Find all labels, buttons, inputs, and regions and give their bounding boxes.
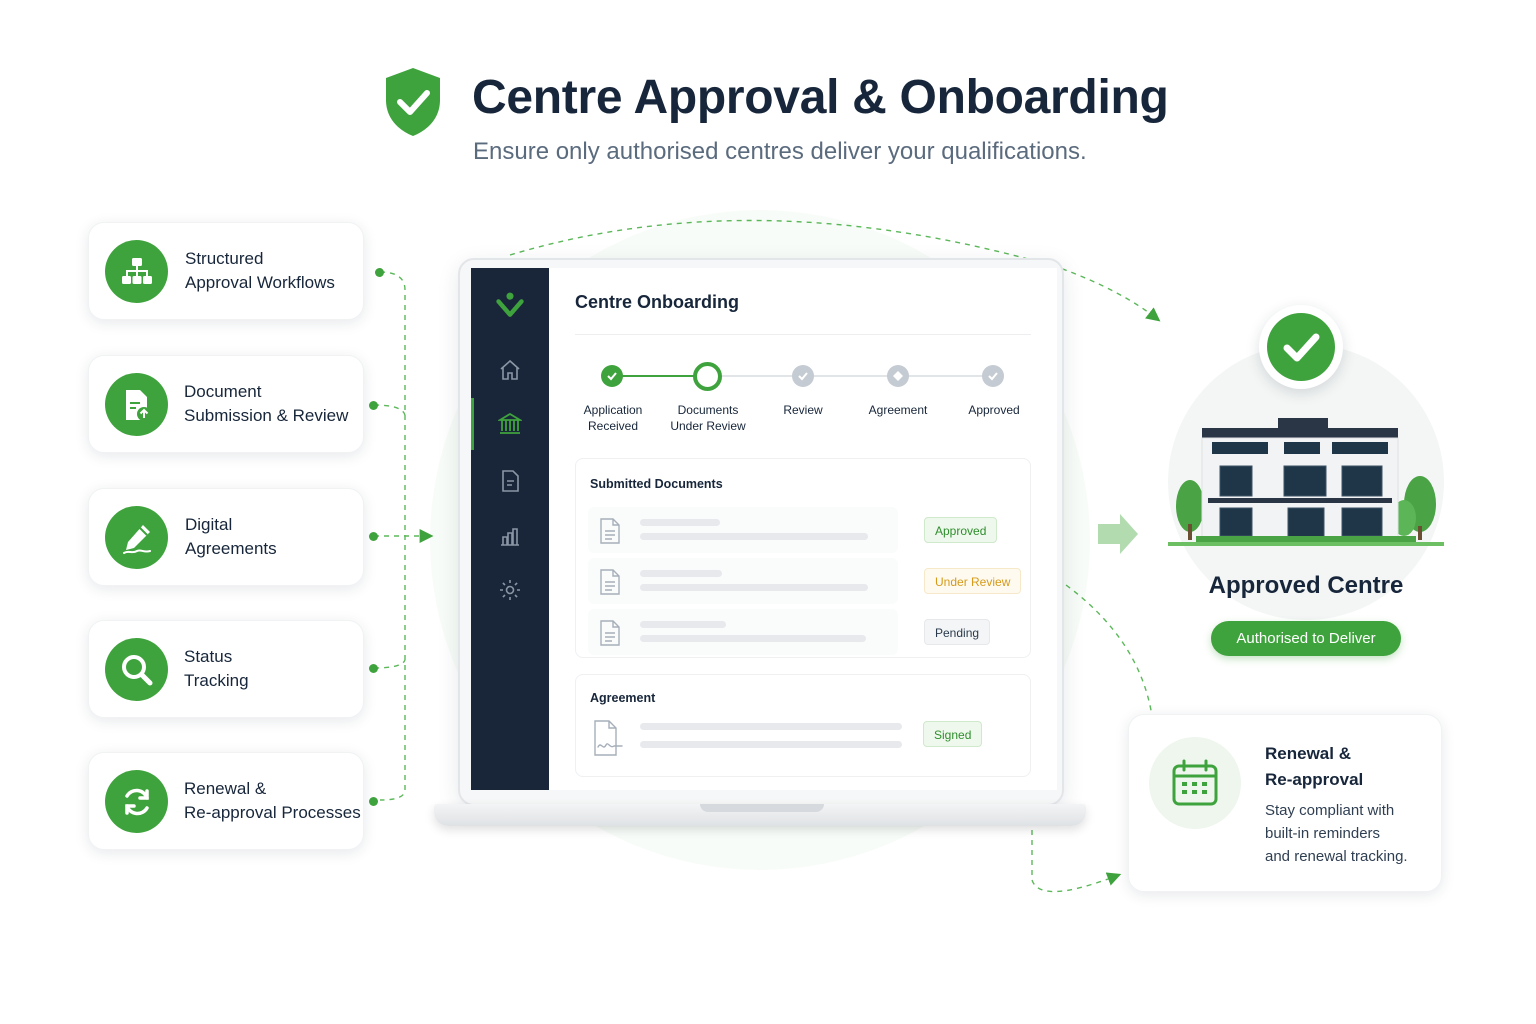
gear-icon[interactable] <box>495 575 525 605</box>
signed-document-icon <box>592 719 624 762</box>
step-label: Approved <box>968 403 1020 417</box>
laptop-notch <box>700 804 824 812</box>
pen-sign-icon <box>105 506 168 569</box>
logo-icon <box>495 290 525 320</box>
page-subtitle: Ensure only authorised centres deliver y… <box>473 138 1087 165</box>
document-row[interactable]: Approved <box>588 507 1018 553</box>
feature-label: Renewal &Re-approval Processes <box>184 779 361 822</box>
step-connector <box>613 375 707 377</box>
document-icon <box>598 517 622 550</box>
magnifier-icon <box>105 638 168 701</box>
authorised-badge: Authorised to Deliver <box>1211 621 1401 656</box>
document-row[interactable]: Under Review <box>588 558 1022 604</box>
step-current-ring <box>693 362 722 391</box>
connector-dot <box>369 532 378 541</box>
calendar-icon <box>1149 737 1241 829</box>
approved-check-icon <box>1259 305 1343 389</box>
app-title: Centre Onboarding <box>575 292 740 312</box>
renewal-title: Renewal &Re-approval <box>1265 744 1364 789</box>
document-icon[interactable] <box>495 466 525 496</box>
building-illustration <box>1168 418 1444 546</box>
step-label: Review <box>783 403 823 417</box>
document-row[interactable]: Pending <box>588 609 1018 655</box>
document-icon <box>598 568 622 601</box>
step-connector <box>721 375 993 377</box>
connector-dot <box>375 268 384 277</box>
document-icon <box>598 619 622 652</box>
refresh-icon <box>105 770 168 833</box>
shield-check-icon <box>382 66 444 138</box>
laptop-base <box>434 804 1086 826</box>
step-todo-diamond-icon <box>887 365 909 387</box>
agreement-panel: Agreement Signed <box>575 674 1031 777</box>
submitted-documents-panel: Submitted Documents Approved Under Revie… <box>575 458 1031 658</box>
signed-badge: Signed <box>923 721 983 747</box>
sidebar-active-indicator <box>471 398 474 450</box>
app-sidebar <box>471 268 549 790</box>
document-upload-icon <box>105 373 168 436</box>
step-label: Agreement <box>868 403 928 417</box>
connector-dot <box>369 664 378 673</box>
step-done-check-icon <box>601 365 623 387</box>
org-chart-icon <box>105 240 168 303</box>
feature-card-renewal[interactable]: Renewal &Re-approval Processes <box>88 752 364 850</box>
connector-dot <box>369 401 378 410</box>
home-icon[interactable] <box>495 355 525 385</box>
connector-dot <box>369 797 378 806</box>
divider <box>575 334 1031 335</box>
step-todo-check-icon <box>982 365 1004 387</box>
status-badge: Approved <box>924 517 998 543</box>
page-title: Centre Approval & Onboarding <box>472 71 1169 124</box>
step-todo-check-icon <box>792 365 814 387</box>
status-badge: Pending <box>924 619 991 645</box>
panel-title: Submitted Documents <box>590 477 723 491</box>
panel-title: Agreement <box>590 691 656 705</box>
chart-icon[interactable] <box>495 521 525 551</box>
approved-centre-title: Approved Centre <box>1208 572 1404 599</box>
renewal-card[interactable]: Renewal &Re-approval Stay compliant with… <box>1128 714 1442 892</box>
bank-icon[interactable] <box>495 409 525 439</box>
status-badge: Under Review <box>924 568 1022 594</box>
